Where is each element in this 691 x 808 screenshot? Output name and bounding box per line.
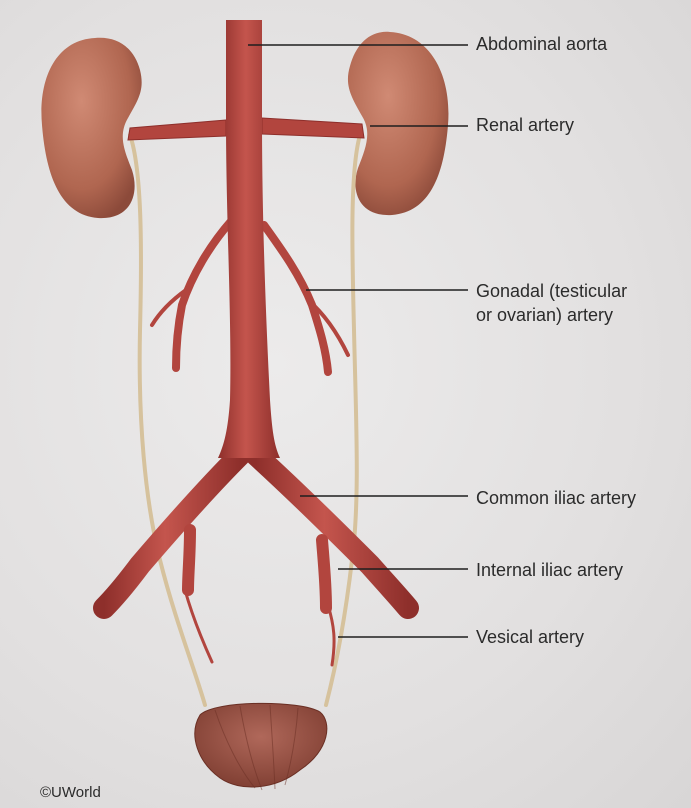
label-gonadal-artery-line2: or ovarian) artery <box>476 305 614 325</box>
abdominal-aorta <box>218 20 280 458</box>
left-kidney <box>41 37 142 219</box>
common-iliac-arteries <box>93 444 419 619</box>
copyright-text: ©UWorld <box>40 784 101 801</box>
label-renal-artery: Renal artery <box>476 115 575 135</box>
ureters <box>128 133 362 707</box>
label-gonadal-artery-line1: Gonadal (testicular <box>476 281 628 301</box>
internal-iliac-arteries <box>182 524 332 614</box>
bladder <box>194 702 328 788</box>
label-vesical-artery: Vesical artery <box>476 627 585 647</box>
label-internal-iliac-artery: Internal iliac artery <box>476 560 624 580</box>
right-kidney <box>347 31 449 216</box>
label-abdominal-aorta: Abdominal aorta <box>476 34 608 54</box>
leader-lines <box>248 44 468 638</box>
label-common-iliac-artery: Common iliac artery <box>476 488 637 508</box>
renal-arteries <box>127 117 365 141</box>
vesical-arteries <box>183 588 336 667</box>
